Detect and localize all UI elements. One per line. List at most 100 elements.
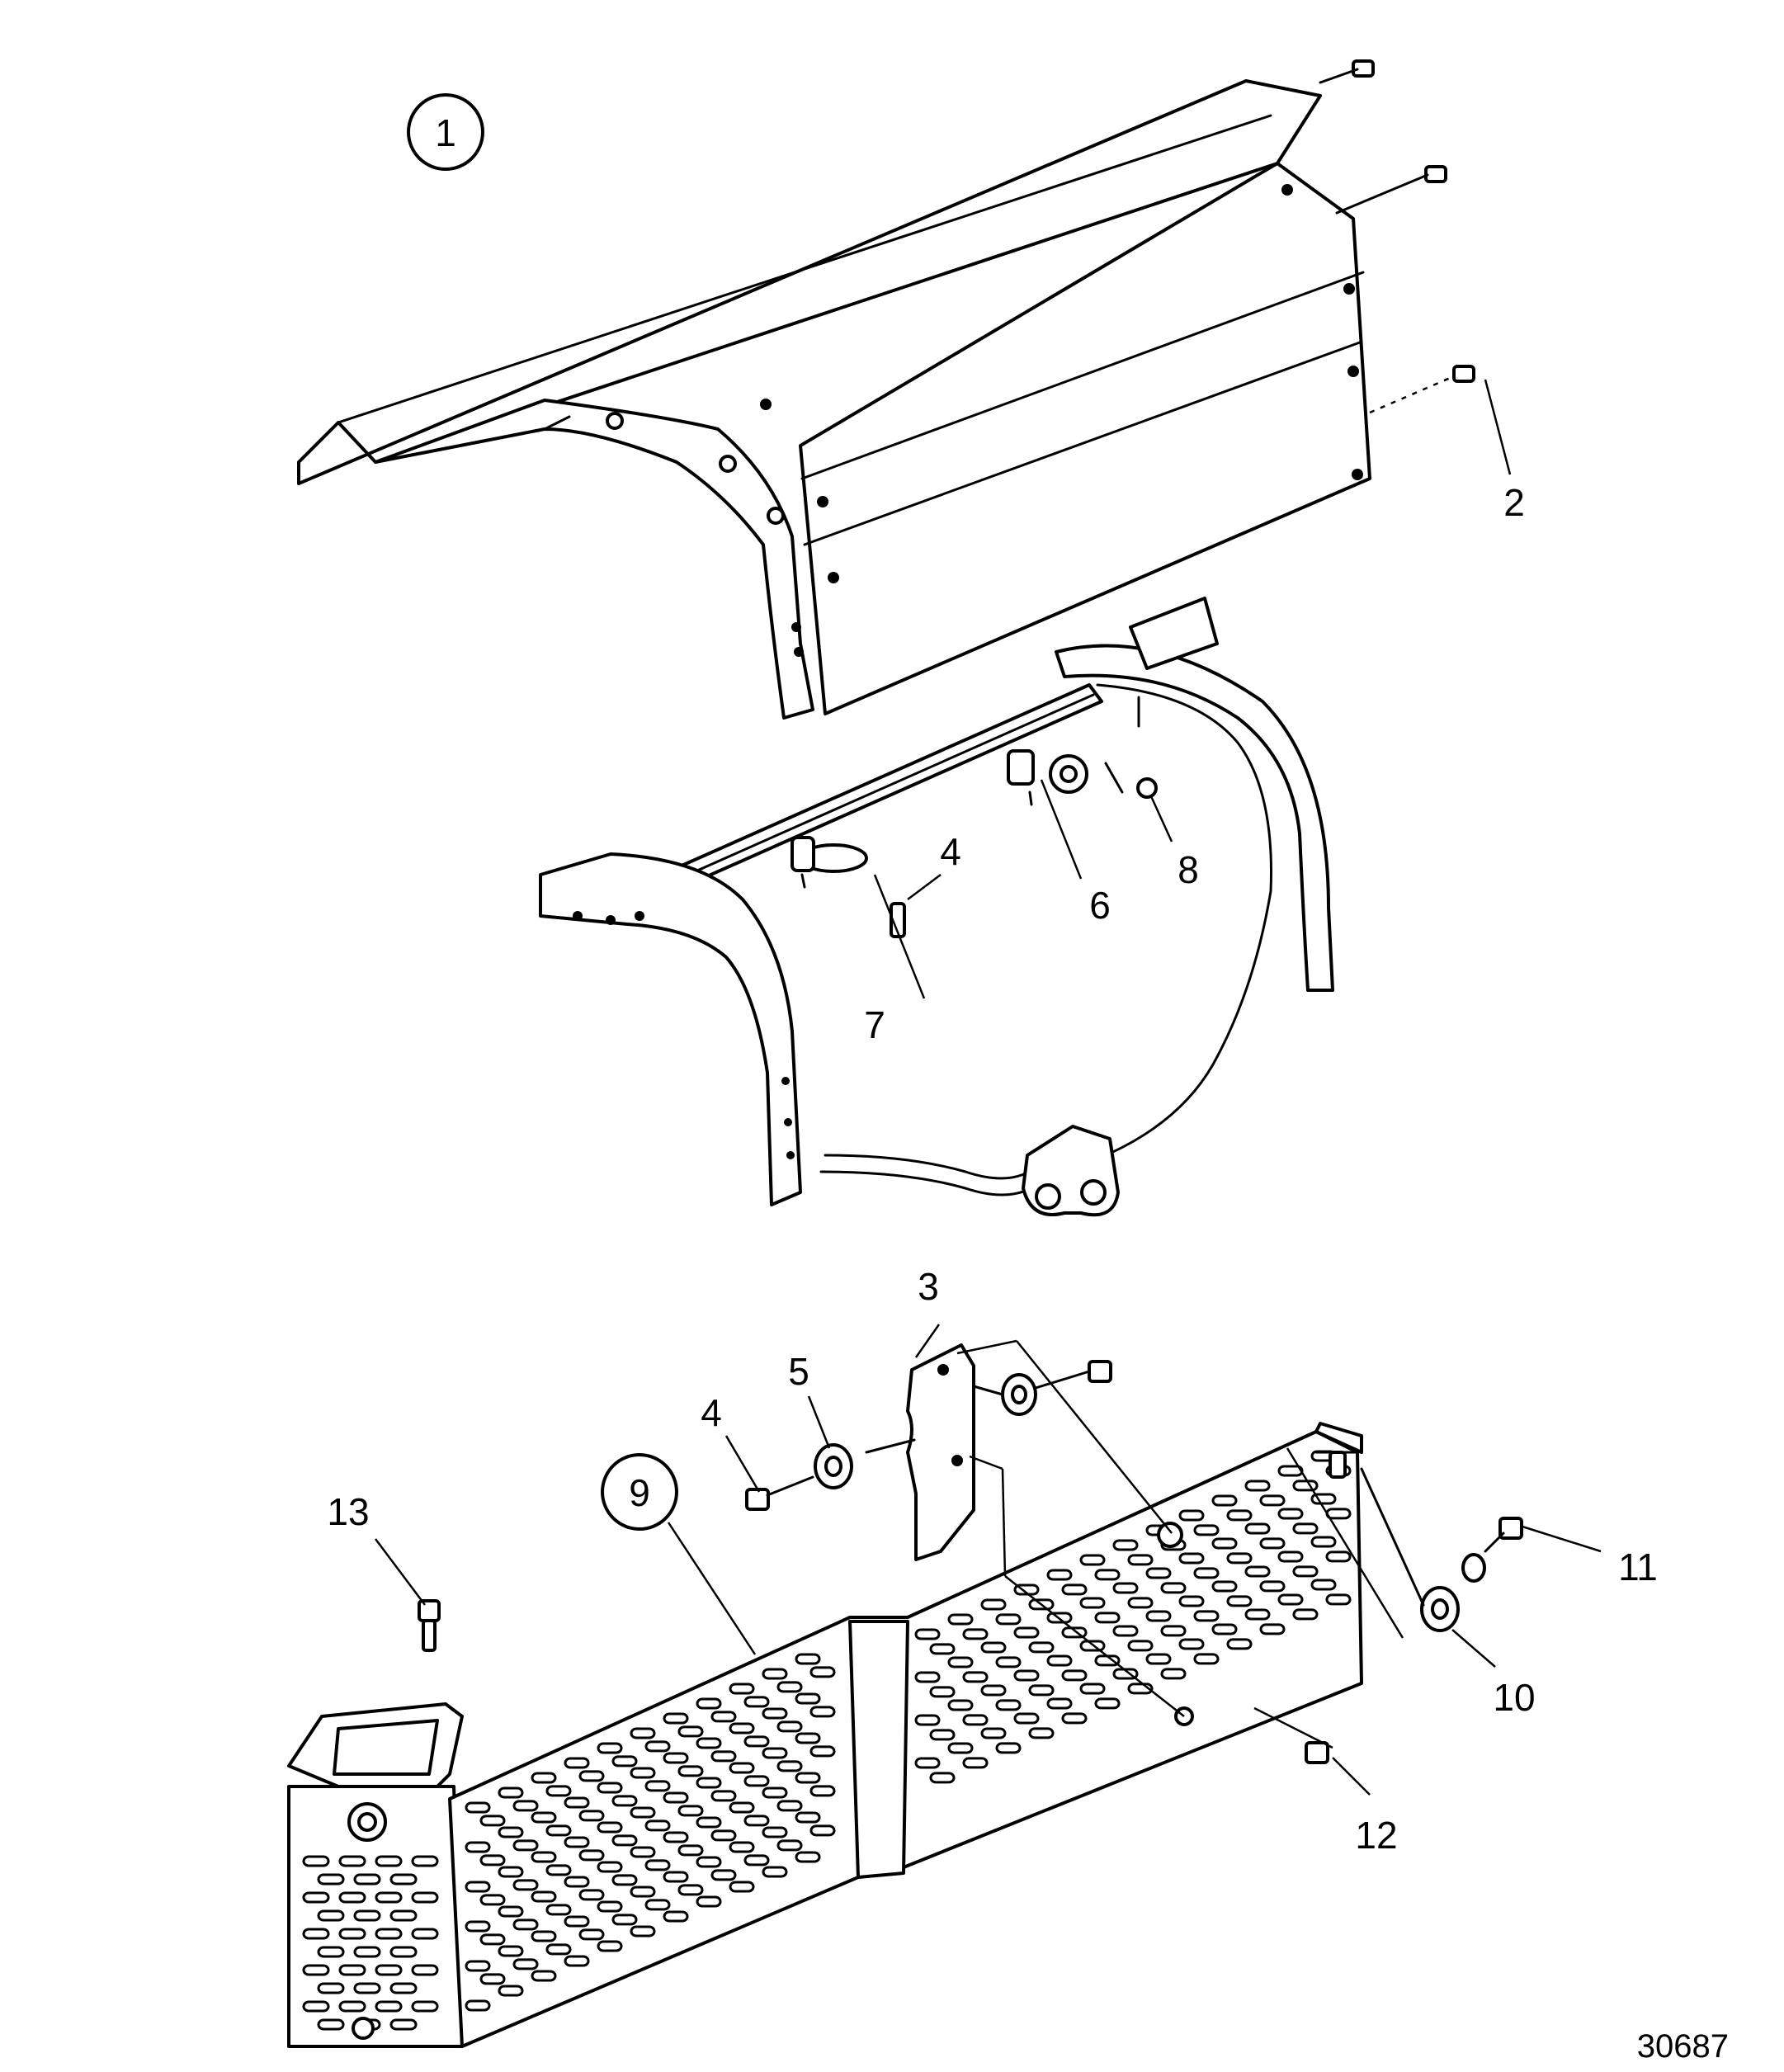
perforation-slot (1226, 1595, 1253, 1607)
perforation-slot (1079, 1554, 1106, 1566)
perforation-slot (411, 1928, 439, 1940)
perforation-slot (762, 1707, 788, 1720)
perforation-slot (611, 1834, 638, 1847)
perforation-slot (795, 1692, 821, 1705)
washer-icon (1420, 1586, 1460, 1632)
bolt-icon (745, 1475, 814, 1511)
perforation-slot (498, 1905, 524, 1918)
nut-icon (1461, 1553, 1486, 1583)
callout-7: 7 (864, 1003, 885, 1046)
perforation-slot (929, 1772, 956, 1784)
perforation-slot (1193, 1653, 1220, 1665)
perforation-slot (995, 1656, 1022, 1668)
perforation-slot (1226, 1552, 1253, 1565)
perforation-slot (578, 1889, 605, 1901)
perforation-slot (729, 1683, 755, 1695)
perforation-slot (564, 1915, 590, 1928)
perforation-slot (1244, 1565, 1271, 1578)
perforation-slot (1259, 1537, 1286, 1550)
perforation-slot (1013, 1669, 1040, 1682)
perforation-slot (663, 1871, 689, 1883)
perforation-slot (630, 1727, 656, 1739)
perforation-slot (498, 1866, 524, 1878)
perforation-slot (677, 1725, 704, 1738)
perforation-slot (498, 1945, 524, 1957)
perforation-slot (1310, 1579, 1337, 1591)
perforation-slot (1292, 1565, 1319, 1578)
perforation-slot (302, 1891, 330, 1904)
perforation-slot (1094, 1569, 1121, 1581)
perforation-slot (512, 1800, 539, 1812)
perforation-slot (710, 1750, 737, 1763)
guard-hardware (418, 1467, 1523, 1764)
perforation-slot (630, 1767, 656, 1779)
perforation-slot (762, 1668, 788, 1680)
perforation-slot (947, 1613, 974, 1626)
callout-1: 1 (407, 93, 484, 171)
perforation-slot (302, 1964, 330, 1976)
perforation-slot (512, 1879, 539, 1891)
perforation-slot (531, 1851, 557, 1863)
perforation-slot (578, 1849, 605, 1862)
perforation-slot (947, 1656, 974, 1668)
mounting-bracket-assembly (745, 1343, 1112, 1561)
perforation-slot (578, 1810, 605, 1822)
perforation-slot (564, 1876, 590, 1888)
perforation-slot (962, 1628, 989, 1640)
perforation-slot (630, 1886, 656, 1898)
perforation-slot (1211, 1623, 1238, 1635)
perforation-slot (644, 1819, 671, 1832)
bolt-icon (890, 902, 906, 938)
bolt-icon (1335, 165, 1447, 215)
perforation-slot (630, 1846, 656, 1858)
callout-6: 6 (1089, 884, 1111, 927)
perforation-slot (710, 1711, 737, 1723)
bolt-icon (1305, 1741, 1329, 1764)
perforation-slot (677, 1805, 704, 1817)
perforation-slot (1112, 1582, 1139, 1594)
perforation-slot (498, 1985, 524, 1997)
perforation-slot (353, 1946, 381, 1958)
leader-lines (375, 379, 1602, 1796)
perforation-slot (644, 1859, 671, 1871)
perforation-slot (1277, 1508, 1304, 1520)
perforation-slot (1046, 1569, 1073, 1581)
perforation-slot (663, 1752, 689, 1764)
perforation-slot (1211, 1580, 1238, 1593)
perforation-slot (1310, 1536, 1337, 1548)
perforation-slot (743, 1696, 770, 1708)
perforation-slot (479, 1973, 506, 1985)
perforation-slot (776, 1839, 803, 1852)
perforation-slot (677, 1765, 704, 1777)
perforation-slot (980, 1598, 1007, 1611)
perforation-slot (1178, 1552, 1205, 1565)
perforation-slots (302, 1450, 1352, 2031)
perforation-slot (1259, 1494, 1286, 1507)
perforation-slot (1211, 1537, 1238, 1550)
clamp-6-icon (1007, 749, 1088, 806)
perforation-slot (597, 1821, 623, 1834)
perforation-slot (696, 1816, 722, 1829)
perforation-slot (1127, 1597, 1154, 1609)
bolt-icon (1034, 1360, 1112, 1390)
perforation-slot (729, 1722, 755, 1735)
nut-8-icon (1104, 762, 1158, 799)
perforation-slot (479, 1854, 506, 1867)
drawing-number: 30687 (1637, 2028, 1729, 2065)
bolt-icon (1369, 365, 1475, 414)
perforation-slot (1292, 1608, 1319, 1621)
perforation-slot (1277, 1550, 1304, 1563)
perforation-slot (317, 2018, 345, 2031)
perforation-slot (914, 1757, 941, 1769)
perforation-slot (1028, 1727, 1055, 1739)
perforation-slot (1211, 1494, 1238, 1507)
perforation-slot (512, 1839, 539, 1852)
bolt-icon (1319, 59, 1375, 84)
upper-cover-assembly (297, 59, 1475, 720)
perforation-slot (644, 1740, 671, 1753)
perforation-slot (479, 1815, 506, 1827)
perforation-slot (389, 1909, 418, 1922)
perforation-slot (762, 1747, 788, 1759)
perforation-slot (696, 1856, 722, 1868)
perforation-slot (338, 1964, 366, 1976)
